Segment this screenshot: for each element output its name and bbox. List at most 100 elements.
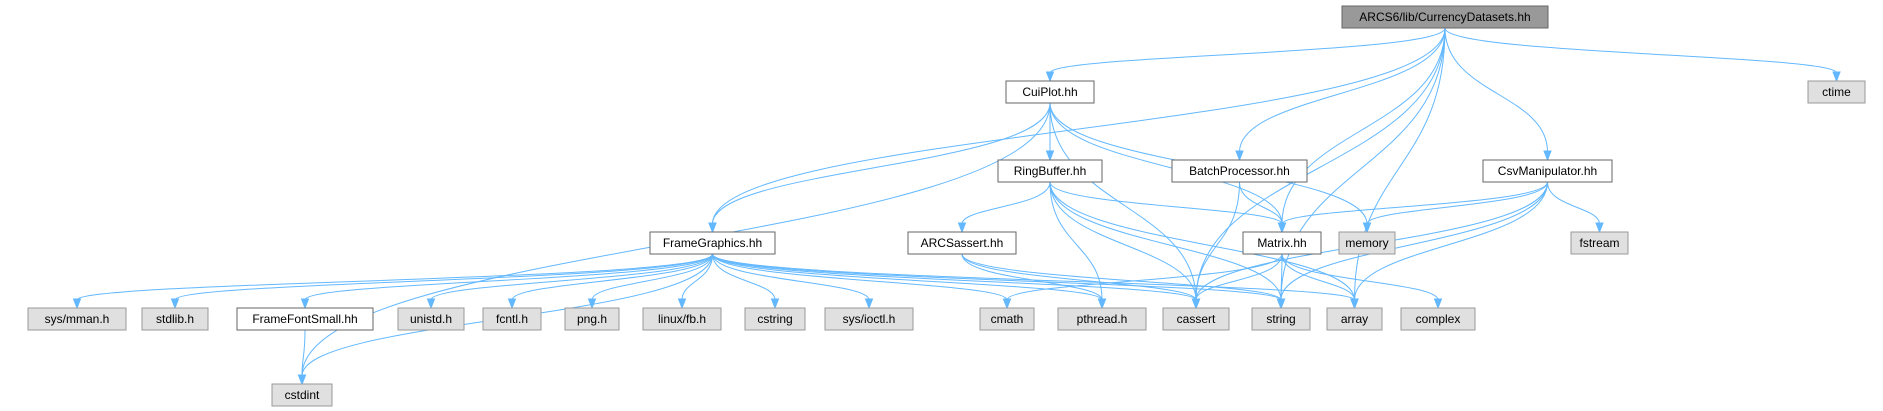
edge-line — [712, 102, 1051, 225]
edge-arrowhead — [1350, 298, 1359, 310]
edge-csvmanipulator-to-matrix — [1277, 181, 1548, 234]
edge-line — [1280, 181, 1548, 301]
edge-line — [1195, 253, 1283, 301]
edge-cuiplot-to-framegraphics — [708, 102, 1051, 234]
node-label: ctime — [1822, 85, 1851, 99]
node-box — [997, 159, 1103, 183]
edge-line — [1280, 253, 1283, 301]
node-cassert: cassert — [1162, 307, 1230, 331]
edge-framegraphics-to-cstring — [712, 253, 780, 310]
edge-arrowhead — [72, 298, 82, 310]
node-box — [1482, 159, 1613, 183]
node-label: cstdint — [285, 388, 320, 402]
node-sysmman: sys/mman.h — [27, 307, 127, 331]
edge-arrowhead — [864, 298, 874, 310]
node-arcsassert[interactable]: ARCSassert.hh — [907, 231, 1017, 255]
node-framegraphics[interactable]: FrameGraphics.hh — [649, 231, 776, 255]
node-memory: memory — [1338, 231, 1396, 255]
edge-line — [961, 253, 1197, 301]
node-framefontsmall[interactable]: FrameFontSmall.hh — [236, 307, 374, 331]
edge-line — [304, 253, 713, 301]
edge-root-to-csvmanipulator — [1444, 27, 1552, 162]
edge-line — [430, 253, 713, 301]
node-linuxfb: linux/fb.h — [642, 307, 722, 331]
edge-line — [712, 253, 776, 301]
edge-framegraphics-to-framefontsmall — [300, 253, 713, 310]
edge-root-to-ctime — [1444, 27, 1841, 83]
node-box — [1400, 307, 1476, 331]
edge-root-to-array — [1350, 27, 1446, 310]
edge-line — [961, 253, 1282, 301]
node-box — [27, 307, 127, 331]
edge-arrowhead — [170, 298, 180, 310]
node-box — [1242, 231, 1322, 255]
node-label: linux/fb.h — [658, 312, 706, 326]
edge-arrowhead — [1832, 71, 1841, 83]
edge-arrowhead — [1277, 222, 1287, 234]
edge-framegraphics-to-sysmman — [72, 253, 713, 310]
edge-arrowhead — [1097, 298, 1107, 310]
edge-line — [1239, 27, 1446, 153]
edge-framegraphics-to-stdlib — [170, 253, 713, 310]
node-label: pthread.h — [1077, 312, 1128, 326]
edge-line — [1281, 181, 1548, 225]
edge-line — [1049, 27, 1446, 74]
node-label: complex — [1416, 312, 1461, 326]
edge-line — [1195, 181, 1240, 301]
edge-line — [1444, 27, 1548, 153]
edge-matrix-to-cmath — [1002, 253, 1283, 310]
edge-line — [712, 253, 1103, 301]
node-box — [1251, 307, 1311, 331]
edge-line — [681, 253, 713, 301]
node-cstdint: cstdint — [271, 383, 333, 407]
node-ringbuffer[interactable]: RingBuffer.hh — [997, 159, 1103, 183]
node-fcntl: fcntl.h — [482, 307, 542, 331]
node-csvmanipulator[interactable]: CsvManipulator.hh — [1482, 159, 1613, 183]
node-label: sys/mman.h — [45, 312, 110, 326]
edge-line — [712, 253, 1008, 301]
edge-line — [1049, 102, 1197, 301]
node-batchprocessor[interactable]: BatchProcessor.hh — [1171, 159, 1308, 183]
node-root[interactable]: ARCS6/lib/CurrencyDatasets.hh — [1341, 5, 1549, 29]
nodes-layer: ARCS6/lib/CurrencyDatasets.hh ctime CuiPlo… — [27, 5, 1866, 407]
node-box — [1162, 307, 1230, 331]
edge-line — [712, 27, 1446, 225]
node-box — [744, 307, 806, 331]
edge-line — [1195, 27, 1446, 301]
edge-arrowhead — [1362, 222, 1372, 234]
edge-line — [1354, 181, 1548, 301]
edge-line — [1354, 27, 1446, 301]
node-matrix[interactable]: Matrix.hh — [1242, 231, 1322, 255]
edge-arrowhead — [708, 222, 717, 234]
edge-arrowhead — [1595, 222, 1604, 234]
edge-line — [1049, 181, 1355, 301]
node-complex: complex — [1400, 307, 1476, 331]
node-label: array — [1341, 312, 1368, 326]
edge-line — [1006, 253, 1283, 301]
edge-arrowhead — [1002, 298, 1012, 310]
node-label: cassert — [1177, 312, 1216, 326]
node-label: string — [1266, 312, 1295, 326]
edge-line — [1049, 102, 1283, 225]
edge-line — [1281, 27, 1446, 225]
edge-root-to-framegraphics — [708, 27, 1446, 234]
edge-arcsassert-to-pthread — [961, 253, 1107, 310]
edge-matrix-to-string — [1276, 253, 1286, 310]
edge-line — [712, 253, 870, 301]
edge-line — [1049, 181, 1197, 301]
node-label: fstream — [1579, 236, 1619, 250]
edge-arrowhead — [587, 298, 597, 310]
edge-csvmanipulator-to-memory — [1362, 181, 1548, 234]
node-cuiplot[interactable]: CuiPlot.hh — [1005, 80, 1095, 104]
node-box — [1341, 5, 1549, 29]
edge-arrowhead — [1276, 298, 1286, 310]
node-label: stdlib.h — [156, 312, 194, 326]
node-array: array — [1326, 307, 1383, 331]
node-box — [1807, 80, 1866, 104]
edge-matrix-to-cassert — [1191, 253, 1283, 310]
node-box — [397, 307, 465, 331]
node-stdlib: stdlib.h — [141, 307, 209, 331]
node-fstream: fstream — [1570, 231, 1629, 255]
edge-root-to-cuiplot — [1045, 27, 1446, 83]
